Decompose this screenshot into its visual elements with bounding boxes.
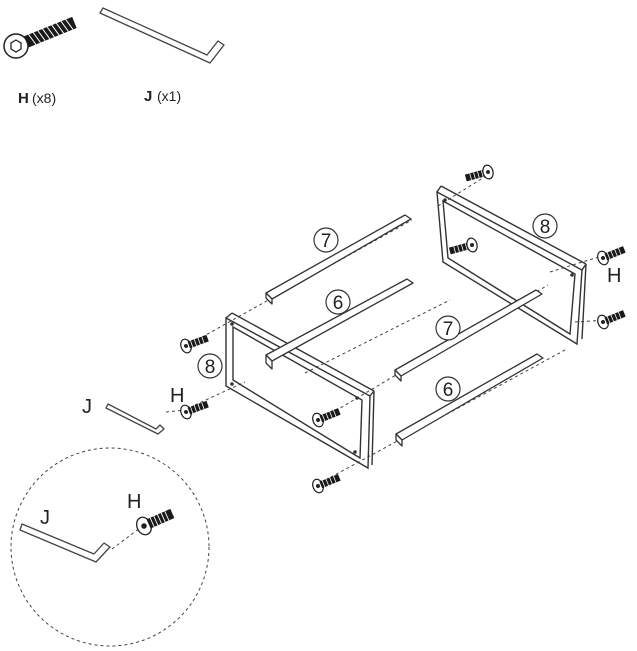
- short-bar-6-inner: [265, 278, 414, 370]
- part-number-short-bar-b: 6: [443, 380, 454, 401]
- part-h-letter: H: [18, 90, 29, 107]
- bolt-icon: [178, 330, 211, 355]
- callout-h-right: H: [607, 265, 621, 287]
- detail-bolt-icon: [135, 508, 175, 536]
- bolt-icon: [310, 470, 343, 495]
- part-number-short-bar-a: 6: [333, 293, 344, 314]
- part-h-quantity: (x8): [32, 90, 56, 106]
- callout-j: J: [82, 396, 92, 418]
- part-number-ring: [313, 227, 339, 253]
- part-j-letter: J: [144, 88, 152, 105]
- detail-allen-key-icon: [19, 523, 111, 563]
- long-bar-7-top: [265, 214, 412, 305]
- bolt-icon: [595, 306, 628, 331]
- part-number-ring: [435, 315, 461, 341]
- part-number-ring: [532, 213, 558, 239]
- callout-h-left: H: [170, 385, 184, 407]
- part-number-ring: [197, 353, 223, 379]
- bolt-icon: [463, 163, 496, 186]
- part-number-end-frame-right: 8: [540, 217, 551, 238]
- bolt-icon: [310, 404, 343, 429]
- part-number-long-bar-b: 7: [443, 319, 454, 340]
- detail-alignment-line: [111, 527, 141, 550]
- end-frame-left: [225, 312, 375, 470]
- part-number-long-bar-a: 7: [321, 231, 332, 252]
- part-number-end-frame-left: 8: [205, 357, 216, 378]
- bolt-icon: [595, 242, 628, 267]
- short-bar-6-lower: [395, 353, 544, 447]
- part-number-ring: [435, 376, 461, 402]
- part-number-ring: [325, 289, 351, 315]
- part-j-allen-key-icon: [99, 7, 225, 64]
- detail-callout-j: J: [40, 507, 50, 529]
- detail-callout-h: H: [127, 491, 141, 513]
- end-frame-right: [436, 185, 587, 346]
- long-bar-7-lower: [394, 289, 543, 382]
- bolt-icon: [447, 236, 480, 259]
- part-j-quantity: (x1): [157, 88, 181, 104]
- allen-key-icon: [105, 403, 165, 435]
- detail-magnifier-circle: [10, 447, 210, 647]
- part-h-bolt-icon: [3, 16, 77, 59]
